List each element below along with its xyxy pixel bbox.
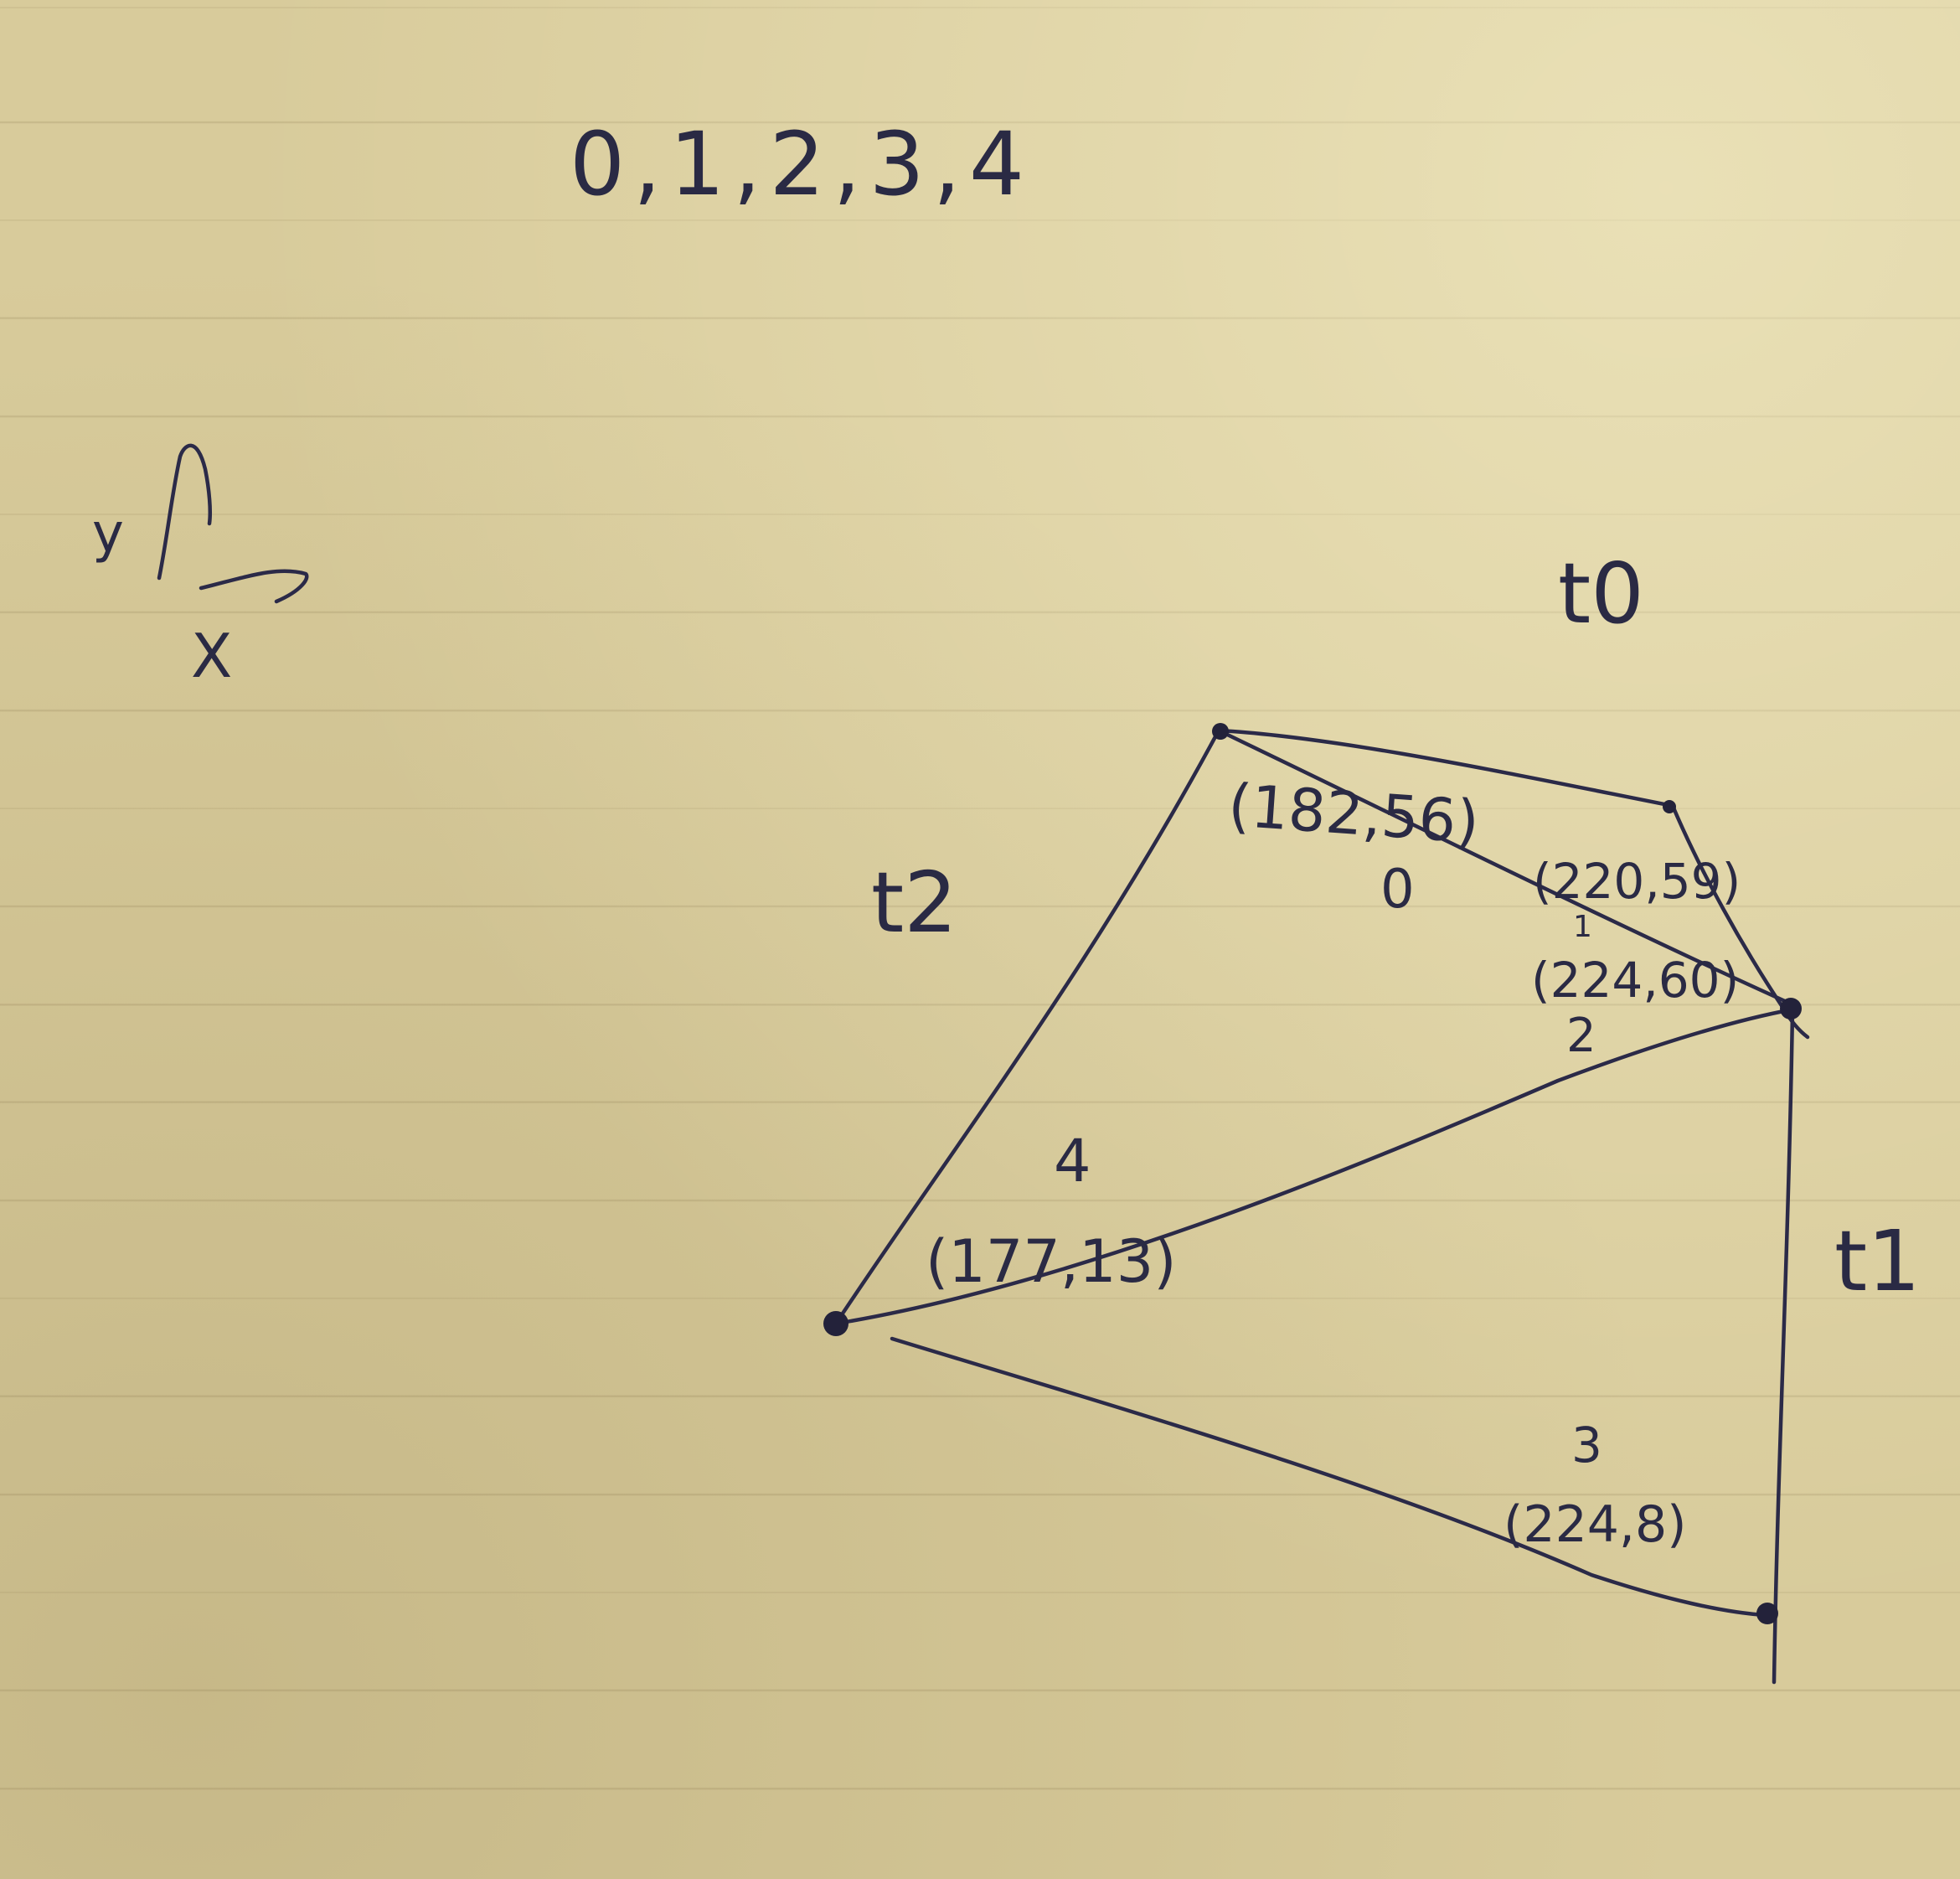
x-axis-label: X bbox=[191, 621, 232, 691]
edge-top-arc bbox=[1216, 728, 1675, 808]
vertex-dot-4 bbox=[823, 1311, 848, 1336]
face-label-t2: t2 bbox=[871, 854, 957, 952]
vertex-dot-3 bbox=[1756, 1603, 1778, 1624]
edge-diagonal-v0-v2 bbox=[1216, 728, 1797, 1008]
y-axis-arrow bbox=[157, 443, 213, 581]
top-note: 0,1,2,3,4 bbox=[570, 113, 1033, 215]
vertex-3-index: 3 bbox=[1571, 1417, 1602, 1474]
vertex-3-coords: (224,8) bbox=[1504, 1495, 1687, 1554]
vertex-2-index: 2 bbox=[1566, 1009, 1596, 1063]
vertex-0-index: 0 bbox=[1380, 859, 1415, 921]
edge-v2-to-v3 bbox=[1772, 1009, 1795, 1685]
vertex-dot-0 bbox=[1212, 723, 1229, 740]
vertex-2-coords: (224,60) bbox=[1531, 952, 1739, 1009]
vertex-1-index: 1 bbox=[1573, 910, 1592, 944]
edge-v4-to-v3 bbox=[890, 1336, 1768, 1618]
vertex-0-coords: (182,56) bbox=[1226, 771, 1482, 857]
vertex-4-index: 4 bbox=[1054, 1127, 1091, 1195]
edge-v4-to-v2 bbox=[833, 1007, 1795, 1326]
vertex-dot-1 bbox=[1663, 800, 1676, 813]
edge-v0-to-v4 bbox=[833, 728, 1221, 1326]
face-label-t0: t0 bbox=[1558, 545, 1644, 643]
vertex-4-coords: (177,13) bbox=[926, 1227, 1177, 1296]
vertex-1-coords: (220,59) bbox=[1533, 853, 1741, 910]
x-axis-arrow bbox=[199, 569, 309, 604]
vertex-dot-2 bbox=[1780, 998, 1802, 1020]
edge-v1-to-v2 bbox=[1670, 803, 1810, 1040]
y-axis-label: y bbox=[92, 503, 124, 565]
face-label-t1: t1 bbox=[1834, 1212, 1921, 1310]
